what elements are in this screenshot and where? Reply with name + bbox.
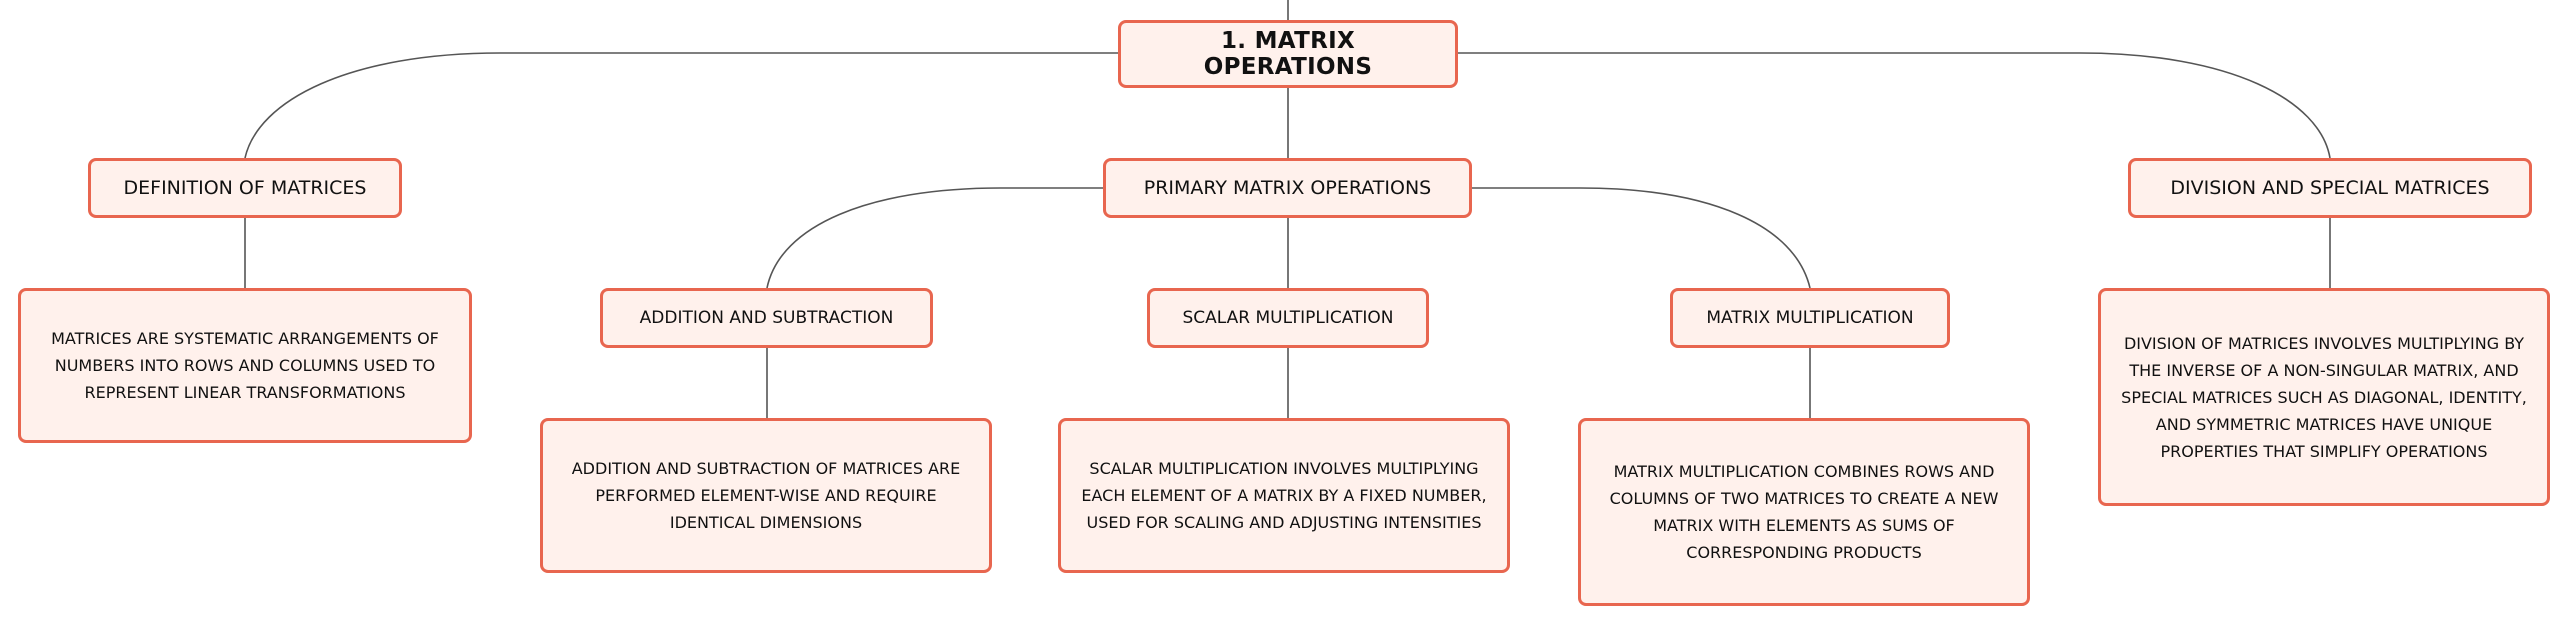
root-label: 1. MATRIX OPERATIONS bbox=[1203, 28, 1373, 80]
connector-root-division bbox=[1458, 52, 2331, 159]
division-label: DIVISION AND SPECIAL MATRICES bbox=[2170, 177, 2490, 199]
definition-node[interactable]: DEFINITION OF MATRICES bbox=[88, 158, 402, 218]
matrix-multiplication-node[interactable]: MATRIX MULTIPLICATION bbox=[1670, 288, 1950, 348]
addition-subtraction-label: ADDITION AND SUBTRACTION bbox=[639, 308, 894, 328]
matrix-multiplication-description-text: MATRIX MULTIPLICATION COMBINES ROWS AND … bbox=[1609, 462, 1999, 562]
scalar-multiplication-node[interactable]: SCALAR MULTIPLICATION bbox=[1147, 288, 1429, 348]
division-description: DIVISION OF MATRICES INVOLVES MULTIPLYIN… bbox=[2098, 288, 2550, 506]
connector-root-definition bbox=[244, 52, 1118, 159]
root-node[interactable]: 1. MATRIX OPERATIONS bbox=[1118, 20, 1458, 88]
addition-subtraction-description-text: ADDITION AND SUBTRACTION OF MATRICES ARE… bbox=[571, 459, 961, 532]
definition-description-text: MATRICES ARE SYSTEMATIC ARRANGEMENTS OF … bbox=[51, 329, 439, 402]
matrix-multiplication-label: MATRIX MULTIPLICATION bbox=[1706, 308, 1914, 328]
scalar-multiplication-label: SCALAR MULTIPLICATION bbox=[1182, 308, 1394, 328]
connector-primary-addition bbox=[766, 187, 1103, 289]
addition-subtraction-node[interactable]: ADDITION AND SUBTRACTION bbox=[600, 288, 933, 348]
definition-label: DEFINITION OF MATRICES bbox=[123, 177, 367, 199]
addition-subtraction-description: ADDITION AND SUBTRACTION OF MATRICES ARE… bbox=[540, 418, 992, 573]
matrix-multiplication-description: MATRIX MULTIPLICATION COMBINES ROWS AND … bbox=[1578, 418, 2030, 606]
scalar-multiplication-description: SCALAR MULTIPLICATION INVOLVES MULTIPLYI… bbox=[1058, 418, 1510, 573]
connector-primary-matrixmult bbox=[1472, 187, 1811, 289]
scalar-multiplication-description-text: SCALAR MULTIPLICATION INVOLVES MULTIPLYI… bbox=[1081, 459, 1487, 532]
primary-operations-label: PRIMARY MATRIX OPERATIONS bbox=[1143, 177, 1432, 199]
division-description-text: DIVISION OF MATRICES INVOLVES MULTIPLYIN… bbox=[2121, 333, 2527, 461]
division-node[interactable]: DIVISION AND SPECIAL MATRICES bbox=[2128, 158, 2532, 218]
definition-description: MATRICES ARE SYSTEMATIC ARRANGEMENTS OF … bbox=[18, 288, 472, 443]
primary-operations-node[interactable]: PRIMARY MATRIX OPERATIONS bbox=[1103, 158, 1472, 218]
